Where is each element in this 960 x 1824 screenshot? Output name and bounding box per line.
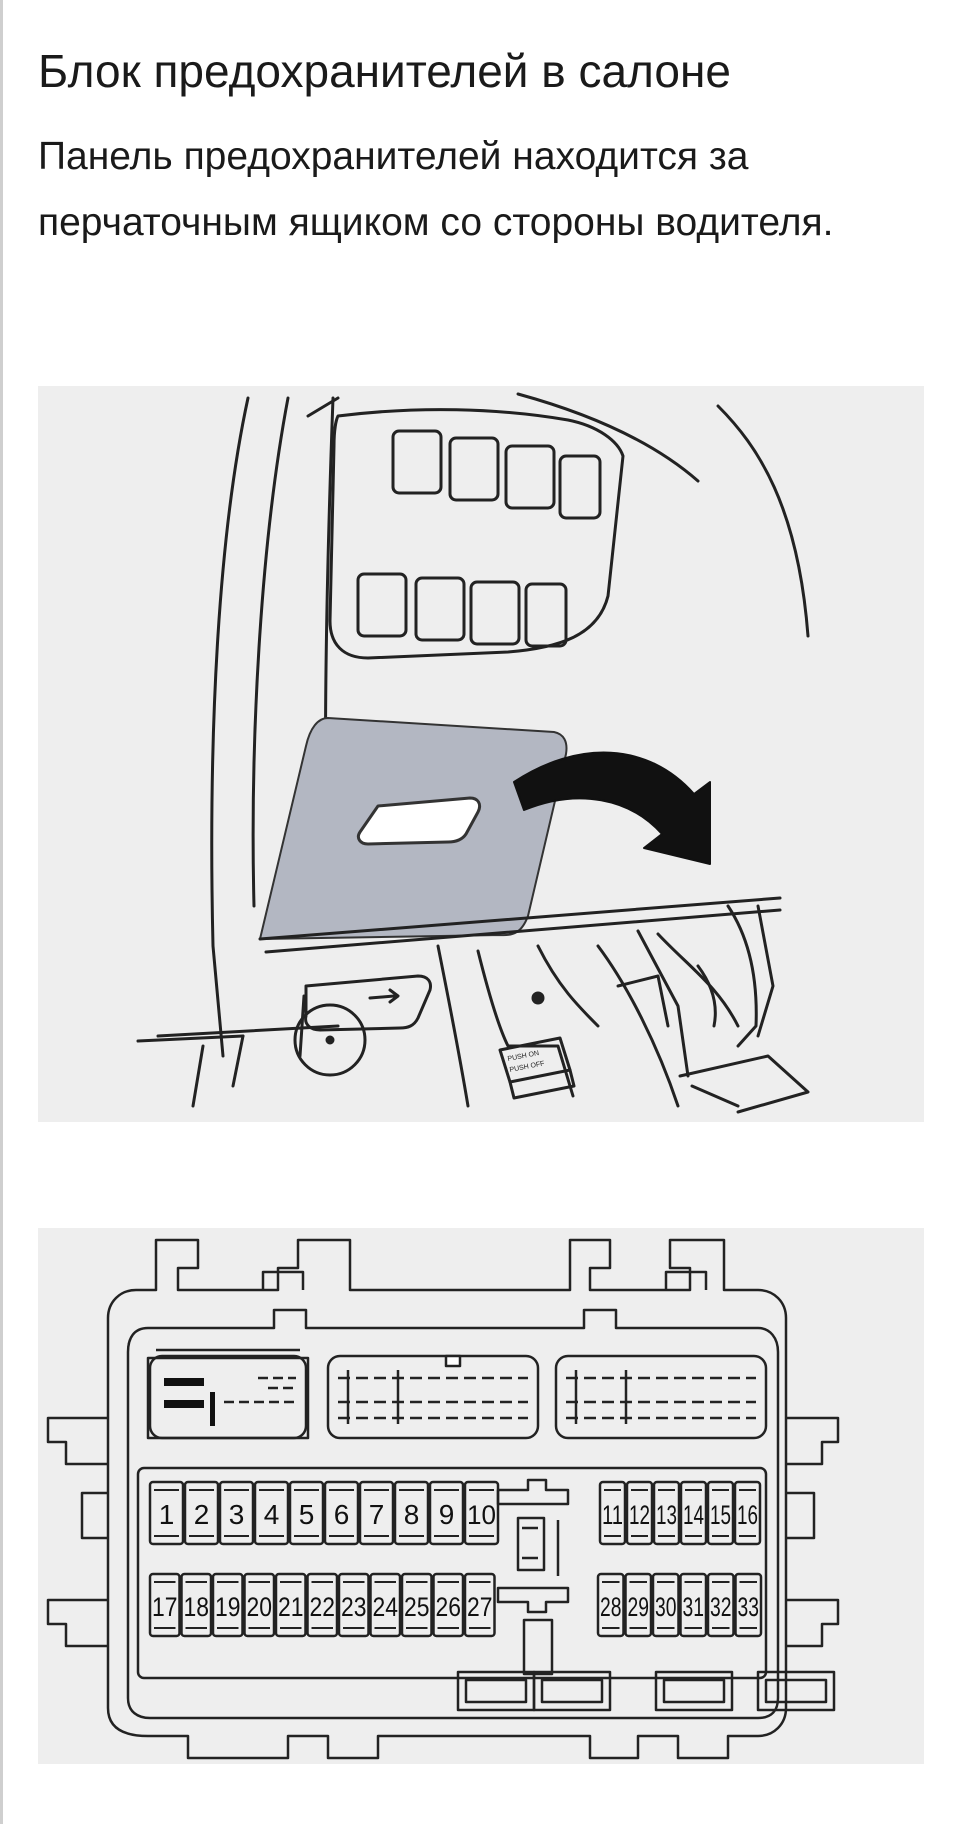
fuse-number: 25 bbox=[404, 1592, 430, 1622]
fuse-slot: 25 bbox=[400, 1572, 433, 1638]
fuse-slot: 23 bbox=[337, 1572, 370, 1638]
fuse-slot: 8 bbox=[393, 1480, 430, 1546]
fuse-slot: 1 bbox=[148, 1480, 185, 1546]
fuse-slot: 31 bbox=[679, 1572, 708, 1638]
page-left-border bbox=[0, 0, 3, 1824]
fuse-slot: 10 bbox=[463, 1480, 500, 1546]
fuse-slot: 33 bbox=[734, 1572, 763, 1638]
fuse-slot: 4 bbox=[253, 1480, 290, 1546]
fuse-slot: 15 bbox=[706, 1480, 735, 1546]
fuse-number: 18 bbox=[184, 1592, 210, 1622]
fuse-slot: 32 bbox=[706, 1572, 735, 1638]
fuse-number: 3 bbox=[229, 1499, 245, 1530]
fuse-slot: 14 bbox=[679, 1480, 708, 1546]
fuse-number: 28 bbox=[600, 1592, 622, 1622]
fuse-number: 20 bbox=[247, 1592, 273, 1622]
fuse-number: 13 bbox=[656, 1500, 677, 1530]
fuse-number: 9 bbox=[439, 1499, 455, 1530]
fuse-number: 30 bbox=[655, 1592, 677, 1622]
fuse-slot: 27 bbox=[463, 1572, 496, 1638]
description-paragraph: Панель предохранителей находится за перч… bbox=[38, 135, 834, 244]
fuse-slot: 11 bbox=[598, 1480, 627, 1546]
fuse-slot: 2 bbox=[183, 1480, 220, 1546]
fuse-slot: 17 bbox=[148, 1572, 181, 1638]
push-on-label: PUSH ON bbox=[507, 1050, 540, 1063]
push-off-label: PUSH OFF bbox=[509, 1060, 545, 1074]
fuse-slot: 5 bbox=[288, 1480, 325, 1546]
fuse-number: 24 bbox=[373, 1592, 399, 1622]
fuse-number: 5 bbox=[299, 1499, 315, 1530]
fuse-panel-location-illustration: PUSH ON PUSH OFF bbox=[38, 386, 924, 1122]
fuse-slot: 16 bbox=[733, 1480, 762, 1546]
fuse-slot: 9 bbox=[428, 1480, 465, 1546]
fuse-number: 26 bbox=[436, 1592, 462, 1622]
fuse-slot: 6 bbox=[323, 1480, 360, 1546]
fuse-number: 14 bbox=[683, 1500, 704, 1530]
fuse-number: 11 bbox=[602, 1500, 623, 1530]
fuse-slot: 22 bbox=[306, 1572, 339, 1638]
fuse-number: 19 bbox=[215, 1592, 241, 1622]
fuse-number: 15 bbox=[710, 1500, 731, 1530]
fuse-slot: 21 bbox=[274, 1572, 307, 1638]
fuse-number: 33 bbox=[738, 1592, 760, 1622]
fuse-number: 27 bbox=[467, 1592, 493, 1622]
fuse-number: 17 bbox=[152, 1592, 178, 1622]
fuse-slot: 30 bbox=[651, 1572, 680, 1638]
fuse-number: 23 bbox=[341, 1592, 367, 1622]
fuse-number: 1 bbox=[159, 1499, 175, 1530]
fuse-number: 22 bbox=[310, 1592, 336, 1622]
fuse-slot: 26 bbox=[432, 1572, 465, 1638]
fuse-slot: 29 bbox=[624, 1572, 653, 1638]
fuse-slot: 20 bbox=[243, 1572, 276, 1638]
fuse-slot: 3 bbox=[218, 1480, 255, 1546]
fuse-number: 12 bbox=[629, 1500, 650, 1530]
fuse-slot: 24 bbox=[369, 1572, 402, 1638]
fuse-slot: 18 bbox=[180, 1572, 213, 1638]
fuse-number: 7 bbox=[369, 1499, 385, 1530]
fuse-number: 31 bbox=[683, 1592, 705, 1622]
fuse-slot: 7 bbox=[358, 1480, 395, 1546]
fuse-number: 6 bbox=[334, 1499, 350, 1530]
fuse-number: 8 bbox=[404, 1499, 420, 1530]
fuse-number: 16 bbox=[737, 1500, 758, 1530]
fuse-number: 4 bbox=[264, 1499, 280, 1530]
page-title: Блок предохранителей в салоне bbox=[38, 44, 731, 97]
fuse-number: 2 bbox=[194, 1499, 210, 1530]
fuse-number: 21 bbox=[278, 1592, 304, 1622]
relay-socket bbox=[532, 1670, 612, 1712]
fuse-number: 32 bbox=[710, 1592, 732, 1622]
fuse-slot: 12 bbox=[625, 1480, 654, 1546]
fuse-slot: 19 bbox=[211, 1572, 244, 1638]
fuse-slot: 28 bbox=[596, 1572, 625, 1638]
fuse-number: 29 bbox=[628, 1592, 650, 1622]
fuse-slot: 13 bbox=[652, 1480, 681, 1546]
fuse-number: 10 bbox=[467, 1500, 496, 1530]
relay-socket bbox=[654, 1670, 734, 1712]
relay-socket bbox=[756, 1670, 836, 1712]
